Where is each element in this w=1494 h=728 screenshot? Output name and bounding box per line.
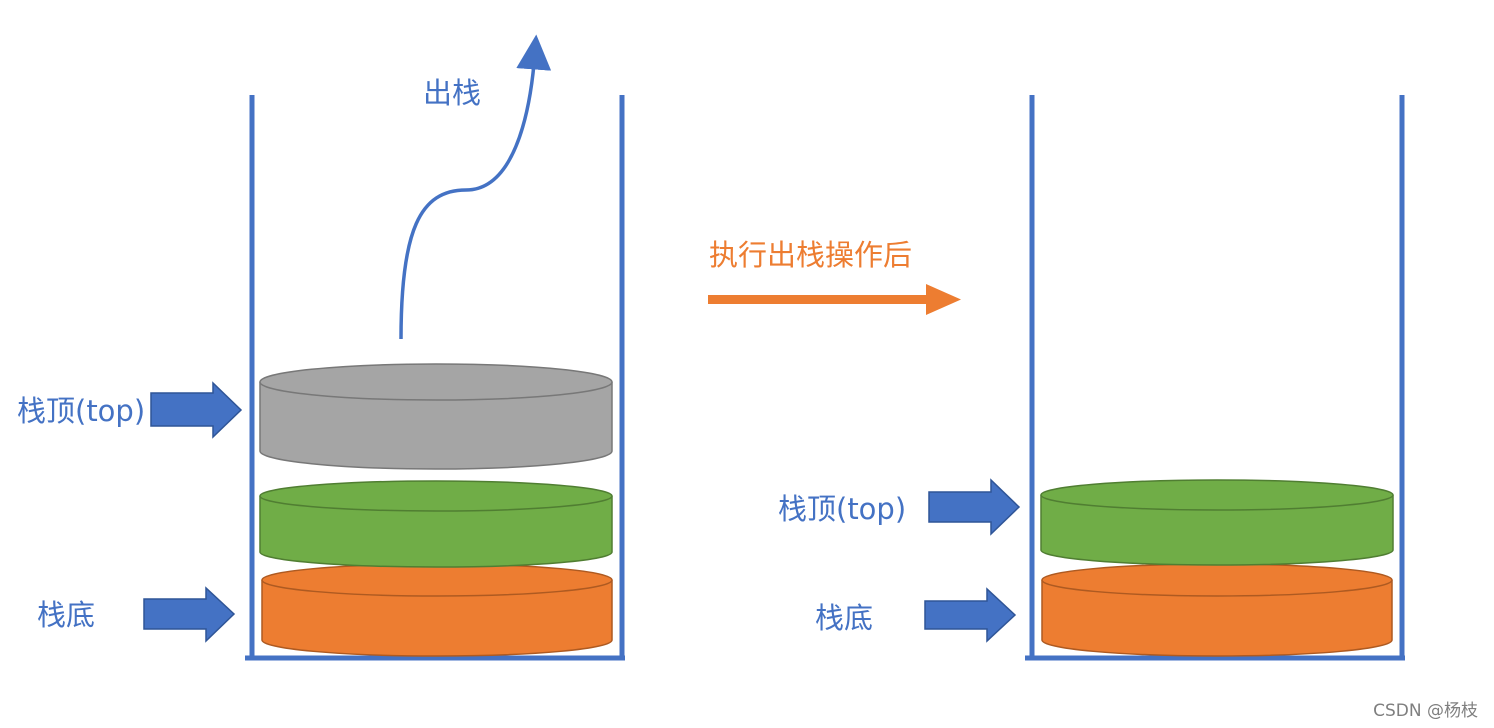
after-pop-label: 执行出栈操作后 [709,238,912,272]
pop-curve-arrow [399,34,552,340]
pop-label: 出栈 [423,76,481,110]
stack-container-before [245,95,625,661]
disk-green-before [259,480,613,568]
disk-orange-before [261,563,613,657]
watermark: CSDN @杨枝 [1373,701,1478,721]
top-pointer-arrow-after [928,478,1021,536]
disk-green-after [1040,479,1394,566]
top-label-before: 栈顶(top) [17,394,145,428]
bottom-label-after: 栈底 [815,601,873,635]
disk-orange-after [1041,563,1393,657]
disk-gray-before [259,363,613,470]
bottom-pointer-arrow-after [924,587,1017,643]
bottom-label-before: 栈底 [37,598,95,632]
top-label-after: 栈顶(top) [778,492,906,526]
stack-container-after [1025,95,1405,661]
top-pointer-arrow-before [150,381,243,439]
bottom-pointer-arrow-before [143,586,236,643]
transition-arrow [708,284,961,315]
